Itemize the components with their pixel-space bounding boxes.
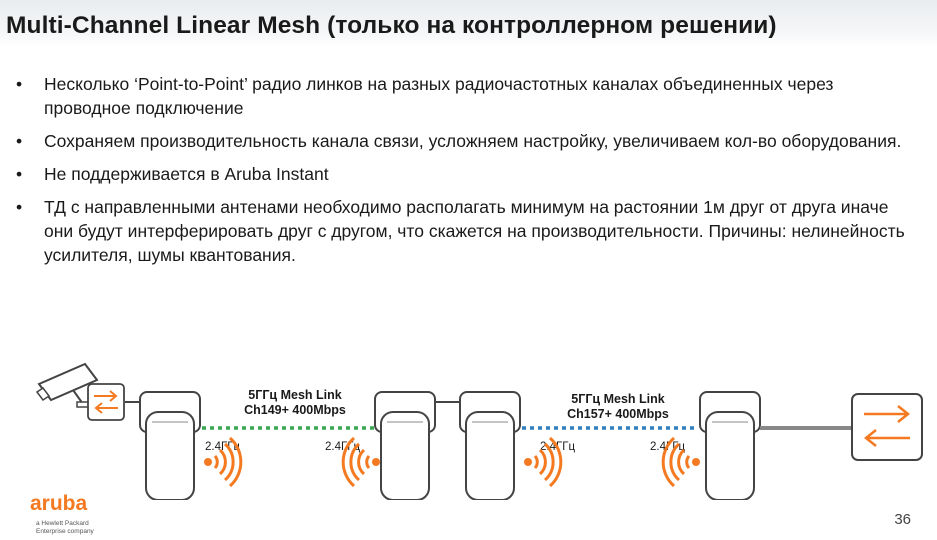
- band-label: 2.4ГГц: [325, 441, 360, 453]
- logo-word: aruba: [30, 492, 88, 515]
- access-point-icon: [139, 391, 201, 500]
- link-1-label-line1: 5ГГц Mesh Link: [248, 388, 341, 402]
- page-number: 36: [894, 511, 911, 528]
- logo-subtext: a Hewlett Packard Enterprise company: [36, 520, 94, 535]
- access-point-icon: [459, 391, 521, 500]
- bullet-text: Сохраняем производительность канала связ…: [44, 131, 902, 151]
- bullet-item: • Сохраняем производительность канала свя…: [10, 129, 920, 153]
- bullet-item: • ТД с направленными антенами необходимо …: [10, 195, 920, 267]
- switch-icon: [851, 393, 923, 461]
- link-2-label-line2: Ch157+ 400Mbps: [567, 407, 669, 421]
- bullet-dot: •: [16, 74, 23, 94]
- bullet-item: • Несколько ‘Point-to-Point’ радио линков…: [10, 72, 920, 120]
- link-2-label-line1: 5ГГц Mesh Link: [571, 392, 664, 406]
- link-1-label-line2: Ch149+ 400Mbps: [244, 403, 346, 417]
- title-bar: [0, 0, 937, 48]
- wifi-signal-icon: [341, 436, 382, 488]
- page-title: Multi-Channel Linear Mesh (только на кон…: [6, 12, 777, 39]
- bullet-text: Не поддерживается в Aruba Instant: [44, 164, 329, 184]
- access-point-icon: [699, 391, 761, 500]
- switch-icon: [87, 383, 125, 421]
- bullet-dot: •: [16, 131, 23, 151]
- access-point-icon: [374, 391, 436, 500]
- camera-icon: [35, 362, 99, 408]
- bullet-list: • Несколько ‘Point-to-Point’ радио линков…: [10, 72, 920, 276]
- aruba-logo: aruba: [30, 492, 88, 515]
- bullet-text: ТД с направленными антенами необходимо р…: [44, 197, 905, 265]
- bullet-dot: •: [16, 164, 23, 184]
- bullet-dot: •: [16, 197, 23, 217]
- bullet-item: • Не поддерживается в Aruba Instant: [10, 162, 920, 186]
- mesh-diagram: 5ГГц Mesh Link Ch149+ 400Mbps 5ГГц Mesh …: [35, 362, 923, 500]
- bullet-text: Несколько ‘Point-to-Point’ радио линков …: [44, 74, 834, 118]
